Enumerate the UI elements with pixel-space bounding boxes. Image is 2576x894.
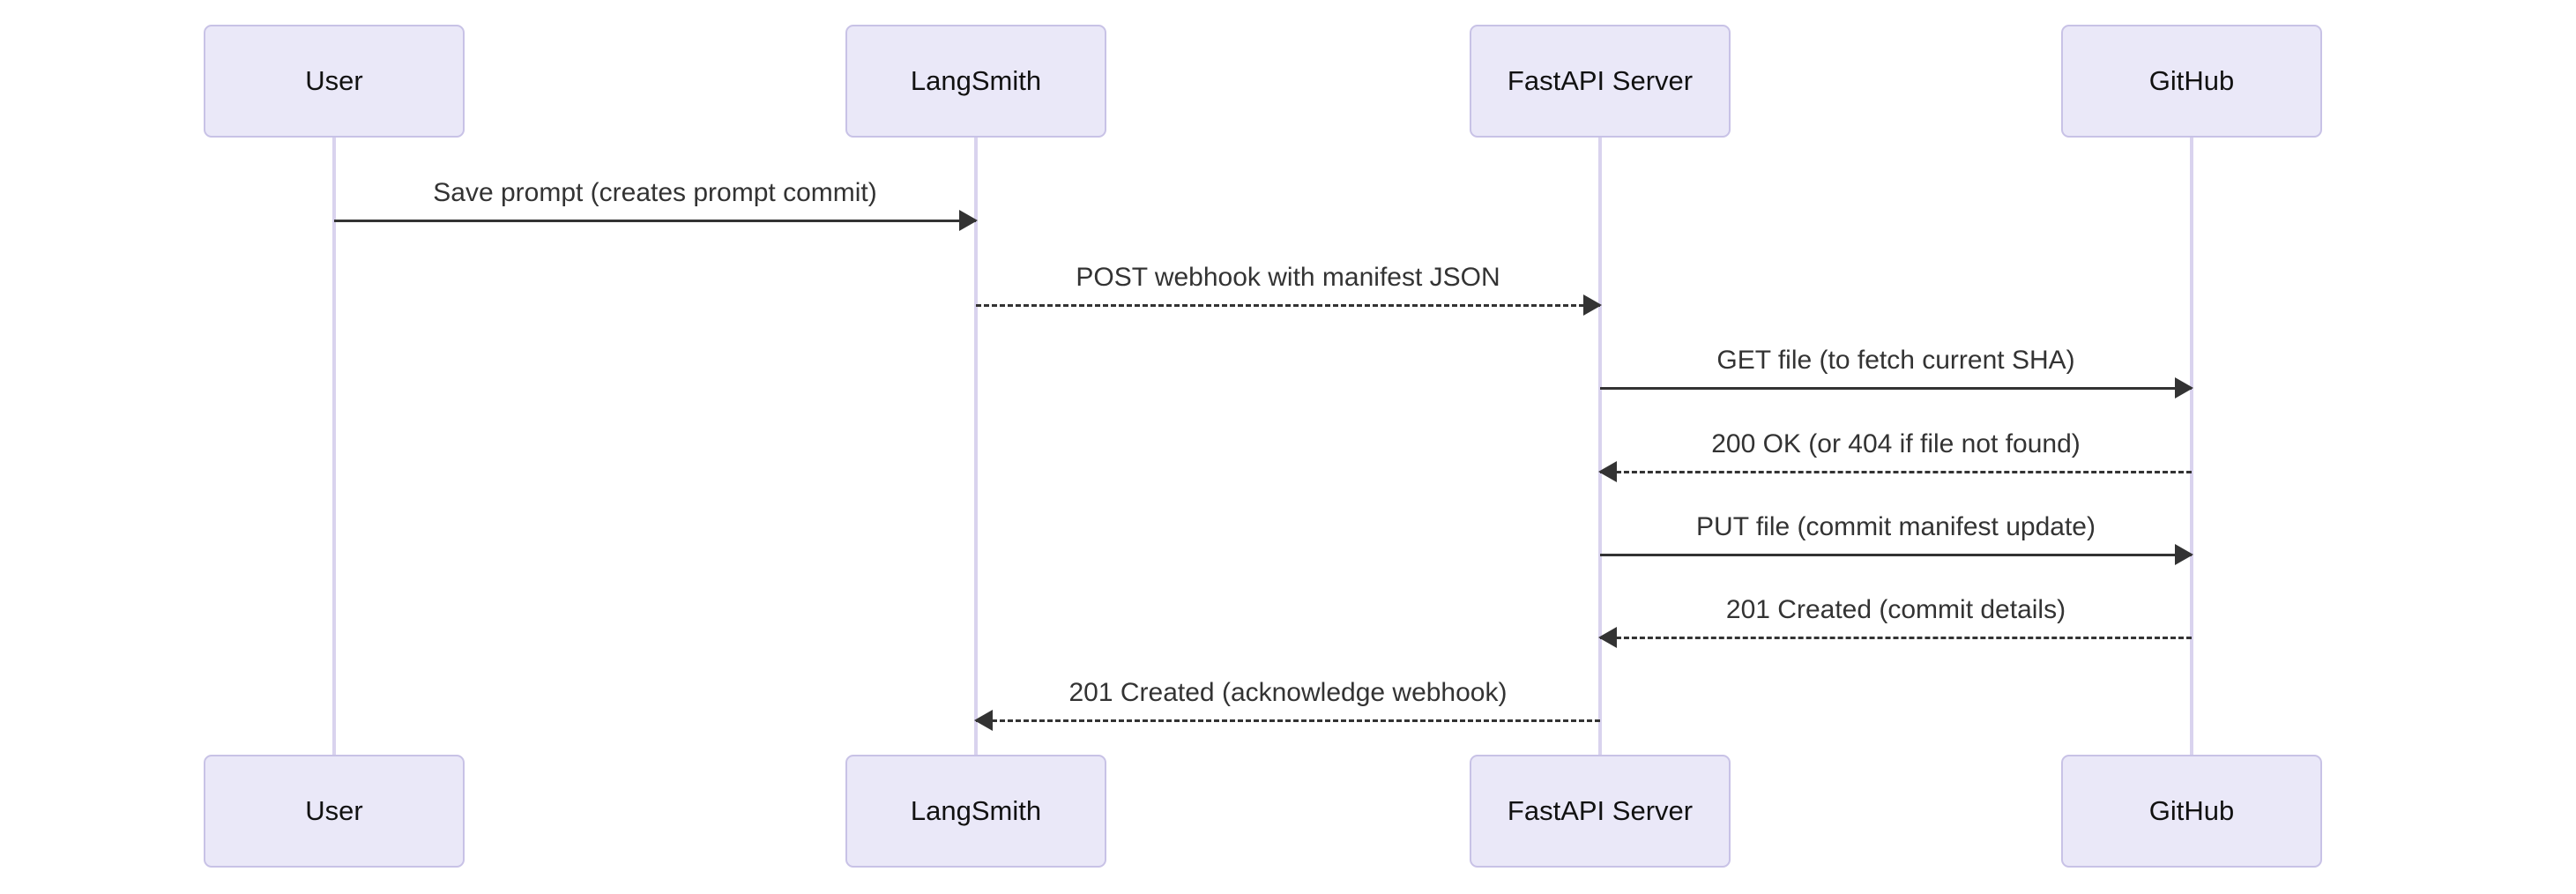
message-200-ok: 200 OK (or 404 if file not found) (1598, 418, 2192, 482)
lifeline-github (2190, 138, 2193, 755)
message-label: Save prompt (creates prompt commit) (433, 178, 877, 207)
actor-bottom-langsmith: LangSmith (845, 755, 1106, 868)
message-get-file: GET file (to fetch current SHA) (1600, 334, 2193, 399)
actor-top-github: GitHub (2061, 25, 2322, 138)
message-201-created-ack: 201 Created (acknowledge webhook) (974, 667, 1600, 731)
message-save-prompt: Save prompt (creates prompt commit) (334, 167, 978, 231)
message-label: 201 Created (commit details) (1725, 595, 2066, 624)
arrowhead-left-icon (1598, 627, 1617, 648)
actor-bottom-fastapi: FastAPI Server (1470, 755, 1731, 868)
actor-top-user: User (204, 25, 465, 138)
message-label: PUT file (commit manifest update) (1696, 512, 2096, 541)
actor-top-langsmith: LangSmith (845, 25, 1106, 138)
actor-top-fastapi: FastAPI Server (1470, 25, 1731, 138)
arrowhead-left-icon (1598, 461, 1617, 482)
message-label: POST webhook with manifest JSON (1076, 263, 1500, 292)
actor-bottom-github: GitHub (2061, 755, 2322, 868)
arrowhead-right-icon (2175, 544, 2193, 565)
message-label: GET file (to fetch current SHA) (1716, 346, 2075, 375)
message-201-created-details: 201 Created (commit details) (1598, 584, 2192, 648)
message-label: 201 Created (acknowledge webhook) (1068, 678, 1508, 707)
arrowhead-left-icon (974, 710, 993, 731)
message-put-file: PUT file (commit manifest update) (1600, 501, 2193, 565)
lifeline-user (332, 138, 336, 755)
lifeline-langsmith (974, 138, 978, 755)
arrowhead-right-icon (1583, 294, 1602, 316)
actor-bottom-user: User (204, 755, 465, 868)
arrowhead-right-icon (959, 210, 978, 231)
arrowhead-right-icon (2175, 377, 2193, 399)
message-label: 200 OK (or 404 if file not found) (1711, 429, 2081, 458)
message-post-webhook: POST webhook with manifest JSON (976, 251, 1602, 316)
lifeline-fastapi (1598, 138, 1602, 755)
